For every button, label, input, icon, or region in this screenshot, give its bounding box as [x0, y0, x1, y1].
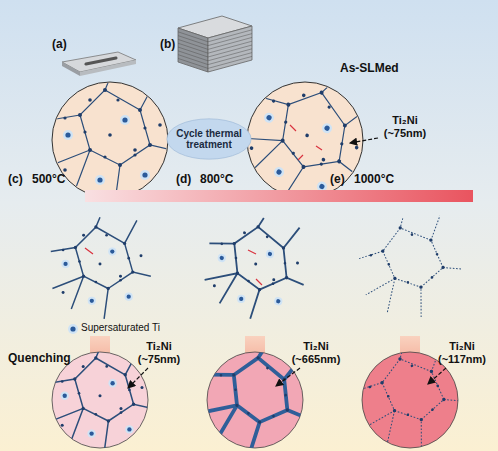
phase-label: Ti₂Ni (~117nm): [432, 340, 492, 365]
process-band: Cycle thermal treatment: [166, 118, 252, 160]
phase-label: Ti₂Ni (~75nm): [130, 340, 188, 365]
phase-label: Ti₂Ni (~665nm): [286, 340, 346, 365]
step-label: Quenching: [8, 352, 71, 366]
panel-letter: (e): [330, 173, 345, 187]
band-text: Cycle thermal treatment: [172, 128, 246, 151]
panel-letter: (d): [176, 173, 191, 187]
state-label: As-SLMed: [340, 62, 399, 76]
panel-letter: (c): [8, 173, 23, 187]
temperature: 800°C: [200, 173, 234, 187]
temperature: 1000°C: [354, 173, 394, 187]
phase-label: Ti₂Ni (~75nm): [376, 114, 434, 139]
temperature: 500°C: [32, 173, 66, 187]
panel-letter: (b): [160, 38, 175, 52]
legend-text: Supersaturated Ti: [81, 322, 160, 334]
panel-letter: (a): [52, 38, 67, 52]
